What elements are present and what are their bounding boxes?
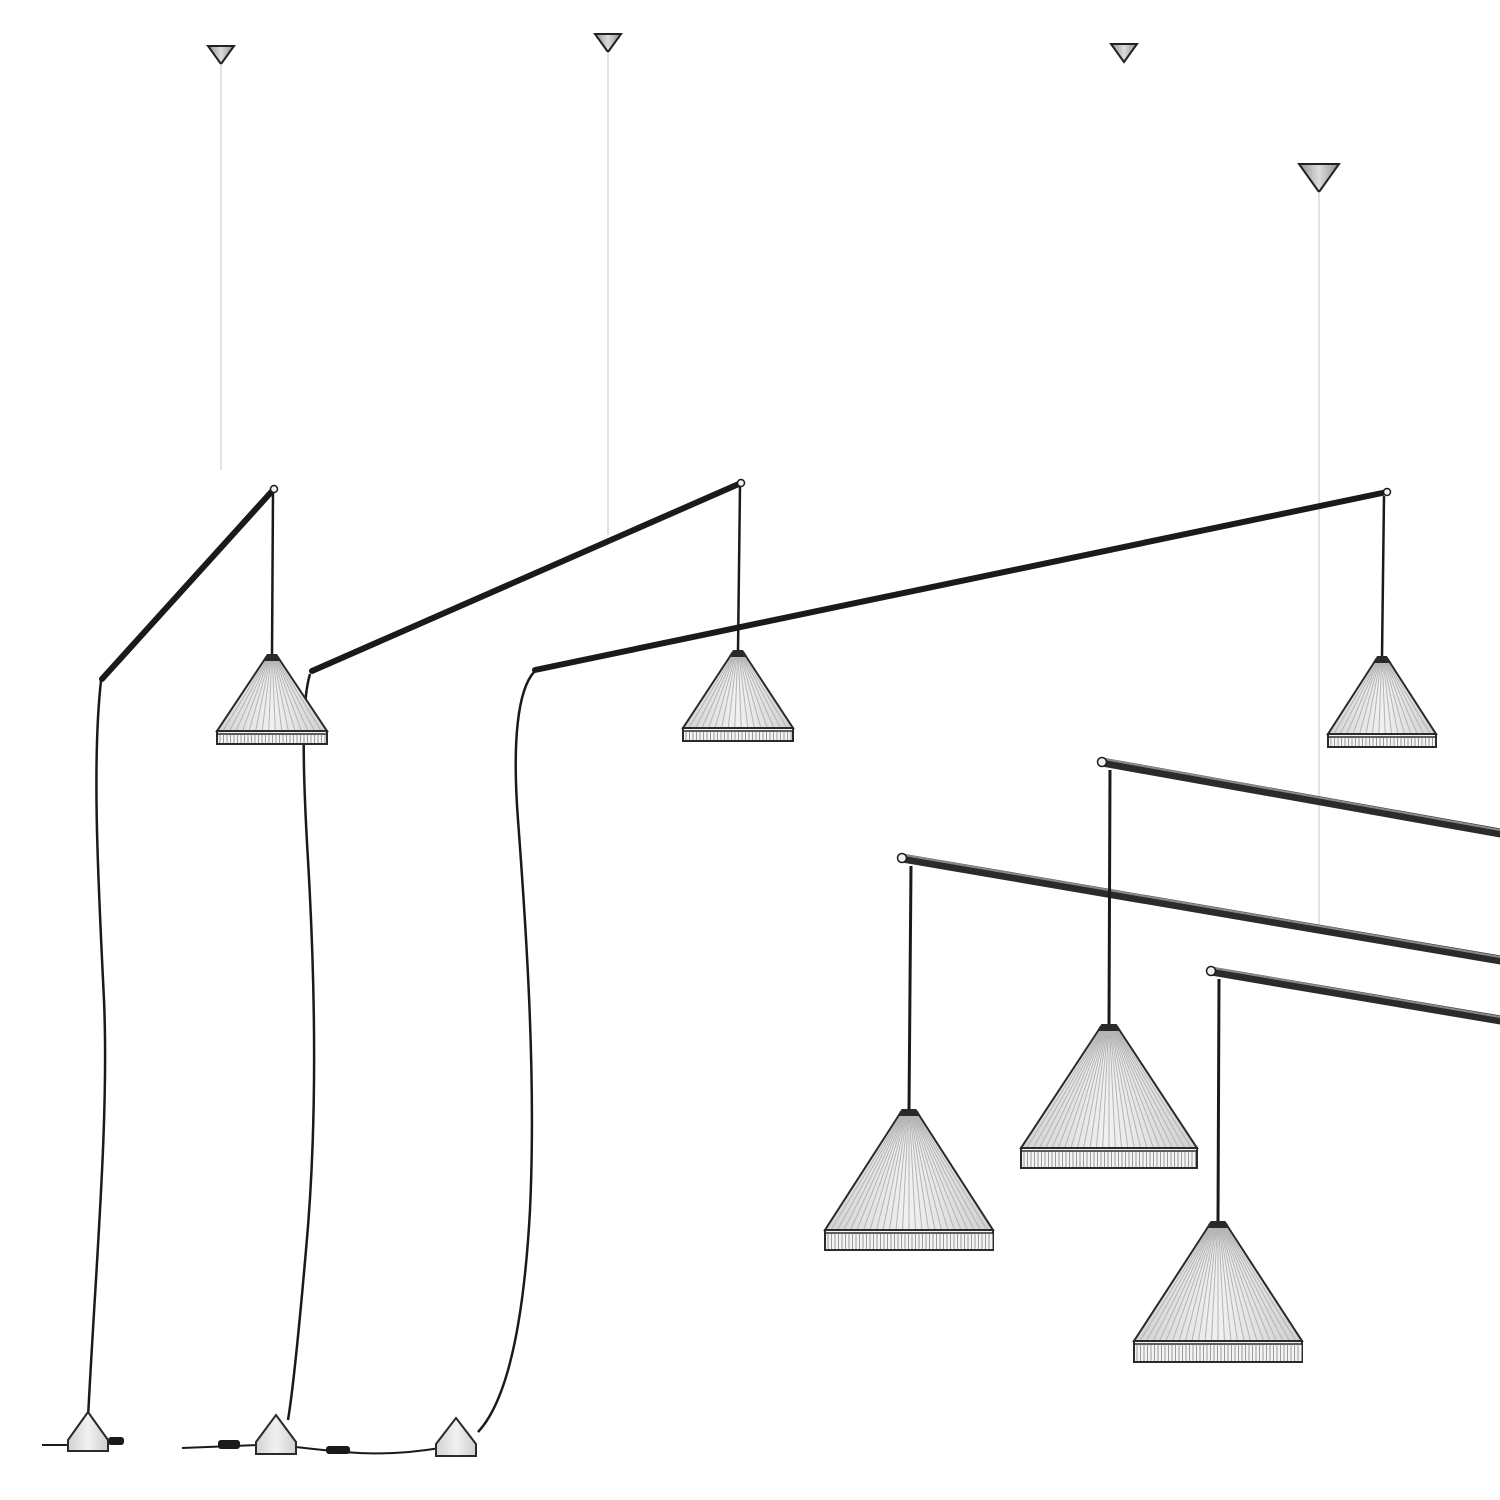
pendant-drop-cord-2 [907, 865, 913, 1111]
boom-arm-1 [99, 486, 277, 682]
lamp-shade-pleats [1026, 1026, 1192, 1148]
shade-group [215, 650, 1438, 1363]
drop-cord-2 [736, 485, 742, 652]
pendant-drop-cord-1 [1107, 769, 1112, 1026]
pendant-bar-1 [1097, 757, 1500, 838]
pendant-bar-end-2 [896, 852, 908, 864]
floor-base-1 [67, 1410, 109, 1452]
boom-arm-tip-group [269, 478, 1392, 497]
lamp-shade-5 [1019, 1024, 1199, 1169]
floor-switch-2 [218, 1440, 240, 1449]
lamp-shade-pleats [1333, 658, 1431, 734]
boom-arm-tip-3 [1382, 487, 1392, 497]
drop-cord-3 [1380, 495, 1386, 658]
lamp-shade-cap [1096, 1026, 1122, 1031]
lamp-shade-2 [681, 650, 795, 742]
lamp-shade-cone [1326, 656, 1438, 735]
ceiling-canopy-group [206, 33, 1341, 194]
ceiling-canopy-1 [206, 45, 236, 66]
lamp-shade-pleats [831, 1111, 987, 1230]
power-cord-1 [86, 680, 107, 1419]
drop-cord-1 [270, 491, 275, 656]
lamp-shade-band-pleats [1330, 738, 1433, 746]
lamp-shade-cone [681, 650, 795, 729]
boom-arm-tip-1 [269, 484, 279, 494]
lamp-shade-1 [215, 654, 329, 745]
boom-arm-3 [532, 489, 1390, 673]
suspension-wire-group [220, 52, 1320, 925]
floor-switch-3 [326, 1446, 350, 1454]
pendant-bar-end-3 [1205, 965, 1217, 977]
ceiling-canopy-3 [1109, 43, 1139, 64]
floor-base-2 [255, 1413, 297, 1455]
pendant-bar-end-1 [1096, 756, 1108, 768]
lamp-shade-cap [1372, 658, 1392, 663]
lamp-shade-4 [823, 1109, 995, 1251]
pendant-bar-highlight-group [903, 758, 1500, 1018]
drop-cord-group [270, 485, 1386, 658]
power-cord-2 [286, 673, 316, 1421]
pendant-bar-end-group [896, 756, 1217, 977]
lamp-shade-cap [897, 1111, 921, 1116]
lamp-shade-band-pleats [827, 1234, 993, 1249]
lamp-shade-pleats [689, 652, 787, 728]
floor-switch-1 [108, 1437, 124, 1445]
lamp-shade-pleats [223, 656, 321, 731]
floor-switch-group [108, 1437, 350, 1454]
lamp-shade-cone [215, 654, 329, 732]
pendant-bar-highlight-1 [1103, 758, 1500, 831]
floor-cable-3 [295, 1446, 441, 1455]
ceiling-canopy-2 [593, 33, 623, 54]
pendant-drop-cord-3 [1216, 978, 1221, 1223]
lamp-shade-6 [1132, 1221, 1304, 1363]
lamp-shade-cap [262, 656, 282, 661]
lamp-shade-band-pleats [1136, 1345, 1302, 1361]
boom-arm-2 [309, 480, 744, 674]
ceiling-canopy-4 [1297, 163, 1341, 194]
pendant-bar-2 [897, 853, 1500, 965]
pendant-bar-3 [1206, 966, 1500, 1025]
pendant-bar-group [897, 757, 1500, 1025]
pendant-bar-highlight-3 [1212, 967, 1500, 1018]
lamp-shade-cap [728, 652, 748, 657]
lamp-shade-3 [1326, 656, 1438, 748]
boom-arm-group [99, 480, 1390, 682]
boom-arm-tip-2 [736, 478, 746, 488]
lamp-shade-band-pleats [219, 735, 326, 743]
pendant-drop-cord-group [907, 769, 1221, 1223]
power-cord-group [86, 671, 535, 1433]
pendant-bar-highlight-2 [903, 854, 1500, 958]
lamp-shade-cap [1206, 1223, 1230, 1228]
power-cord-3 [477, 671, 535, 1433]
floor-base-3 [435, 1416, 477, 1457]
floor-base-group [67, 1410, 477, 1457]
lamp-shade-band [1327, 733, 1437, 748]
lamp-shade-band-pleats [1023, 1152, 1196, 1167]
lamp-shade-band-pleats [685, 732, 792, 740]
lamp-shade-pleats [1140, 1223, 1296, 1341]
